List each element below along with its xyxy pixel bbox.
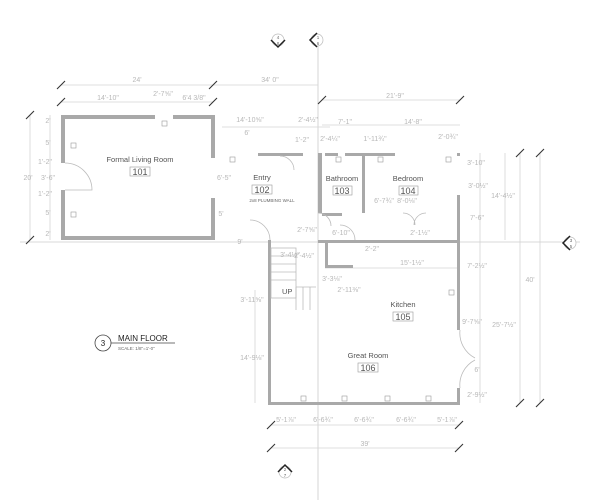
dim: 7'-2½" xyxy=(467,262,487,270)
dim: 1'-2" xyxy=(295,137,309,144)
dim: 14'-8" xyxy=(404,119,422,126)
dim: 2'-11⅜" xyxy=(337,287,361,294)
stair-up-label: UP xyxy=(282,287,292,296)
marker-bottom: 6 xyxy=(317,41,320,46)
dim: 6'-5" xyxy=(217,175,231,182)
room-name-102: Entry xyxy=(253,173,271,182)
dim: 2'-7⅝" xyxy=(297,227,317,234)
room-number-105: 105 xyxy=(395,312,410,322)
marker-top: 3 xyxy=(570,238,573,243)
dim: 2'-2" xyxy=(365,246,379,253)
dim: 14'-10⅝" xyxy=(236,117,264,124)
dim: 2'-0¾" xyxy=(438,134,458,141)
dim: 2'-9½" xyxy=(467,391,487,399)
stair: UP xyxy=(270,247,316,310)
drawing-title: MAIN FLOOR xyxy=(118,334,168,343)
room-labels: Formal Living Room 101 Entry 102 2x8 PLU… xyxy=(106,155,423,373)
dim: 6'-10" xyxy=(332,230,350,237)
room-name-101: Formal Living Room xyxy=(106,155,173,164)
marker-top: 2 xyxy=(284,467,287,472)
room-name-103: Bathroom xyxy=(326,174,359,183)
dimension-lines xyxy=(25,80,545,453)
room-name-105: Kitchen xyxy=(390,300,415,309)
dim: 6'-6¾" xyxy=(354,417,374,424)
dim: 8'-0⅛" xyxy=(397,198,417,205)
marker-top: 1 xyxy=(317,35,320,40)
dim: 5' xyxy=(45,210,50,217)
dim: 2'-7⅝" xyxy=(153,91,173,98)
dim: 14'-10" xyxy=(97,95,119,102)
dim: 9' xyxy=(237,239,242,246)
dim: 15'-1½" xyxy=(400,259,424,267)
dim: 21'-9" xyxy=(386,93,404,100)
room-number-103: 103 xyxy=(334,186,349,196)
dim: 5' xyxy=(45,140,50,147)
plumbing-wall-note: 2x8 PLUMBING WALL xyxy=(249,198,295,203)
dim: 2' xyxy=(45,118,50,125)
dim: 6'-7¾" xyxy=(374,198,394,205)
dim: 6'4 3/8" xyxy=(182,95,206,102)
room-number-106: 106 xyxy=(360,363,375,373)
dim: 3'-0½" xyxy=(468,182,488,190)
dimension-text: 24' 34' 0" 14'-10" 2'-7⅝" 6'4 3/8" 14'-1… xyxy=(23,77,534,448)
dim: 6'-6¾" xyxy=(396,417,416,424)
marker-bottom: 8 xyxy=(277,41,280,46)
dim: 24' xyxy=(132,77,141,84)
room-number-102: 102 xyxy=(254,185,269,195)
dim: 5'-1⅞" xyxy=(276,417,296,424)
marker-bottom: 5 xyxy=(570,244,573,249)
room-number-101: 101 xyxy=(132,167,147,177)
dim: 2'-4¼" xyxy=(320,136,340,143)
section-marker: 3 5 xyxy=(561,235,577,251)
dim: 3'-10" xyxy=(467,160,485,167)
dim: 3'-6" xyxy=(41,175,55,182)
room-name-106: Great Room xyxy=(348,351,389,360)
drawing-scale: SCALE: 1/8"=1'-0" xyxy=(118,346,155,351)
dim: 39' xyxy=(360,441,369,448)
dim: 1'-2" xyxy=(38,191,52,198)
walls xyxy=(61,115,460,405)
marker-top: 4 xyxy=(277,35,280,40)
dim: 2' xyxy=(45,231,50,238)
dim: 5'-1⅞" xyxy=(437,417,457,424)
doors xyxy=(64,155,476,389)
section-marker: 1 6 xyxy=(308,32,324,48)
dim: 34' 0" xyxy=(261,77,279,84)
dim: 6' xyxy=(474,367,479,374)
dim: 6'-6¾" xyxy=(313,417,333,424)
drawing-title-block: 3 MAIN FLOOR SCALE: 1/8"=1'-0" xyxy=(94,334,175,352)
dim: 7'-6" xyxy=(470,215,484,222)
dim: 3'-4½" xyxy=(280,251,300,259)
dim: 7'-1" xyxy=(338,119,352,126)
dim: 5' xyxy=(218,211,223,218)
dim: 2'-4½" xyxy=(298,116,318,124)
window-tags xyxy=(70,120,455,402)
room-number-104: 104 xyxy=(400,186,415,196)
dim: 3'-3⅛" xyxy=(322,276,342,283)
room-name-104: Bedroom xyxy=(393,174,423,183)
dim: 20' xyxy=(23,175,32,182)
section-marker: 2 7 xyxy=(277,463,293,479)
dim: 2'-4½" xyxy=(294,252,314,260)
dim: 1'-11¾" xyxy=(363,136,387,143)
dim: 25'-7½" xyxy=(492,321,516,329)
dim: 40' xyxy=(525,277,534,284)
dim: 3'-11⅝" xyxy=(240,297,264,304)
dim: 9'-7⅝" xyxy=(462,319,482,326)
detail-number: 3 xyxy=(101,339,106,348)
dim: 14'-4½" xyxy=(491,192,515,200)
dim: 14'-9⅛" xyxy=(240,355,264,362)
dim: 6' xyxy=(244,130,249,137)
section-marker: 4 8 xyxy=(270,33,286,49)
marker-bottom: 7 xyxy=(284,473,287,478)
dim: 2'-1½" xyxy=(410,229,430,237)
dim: 1'-2" xyxy=(38,159,52,166)
